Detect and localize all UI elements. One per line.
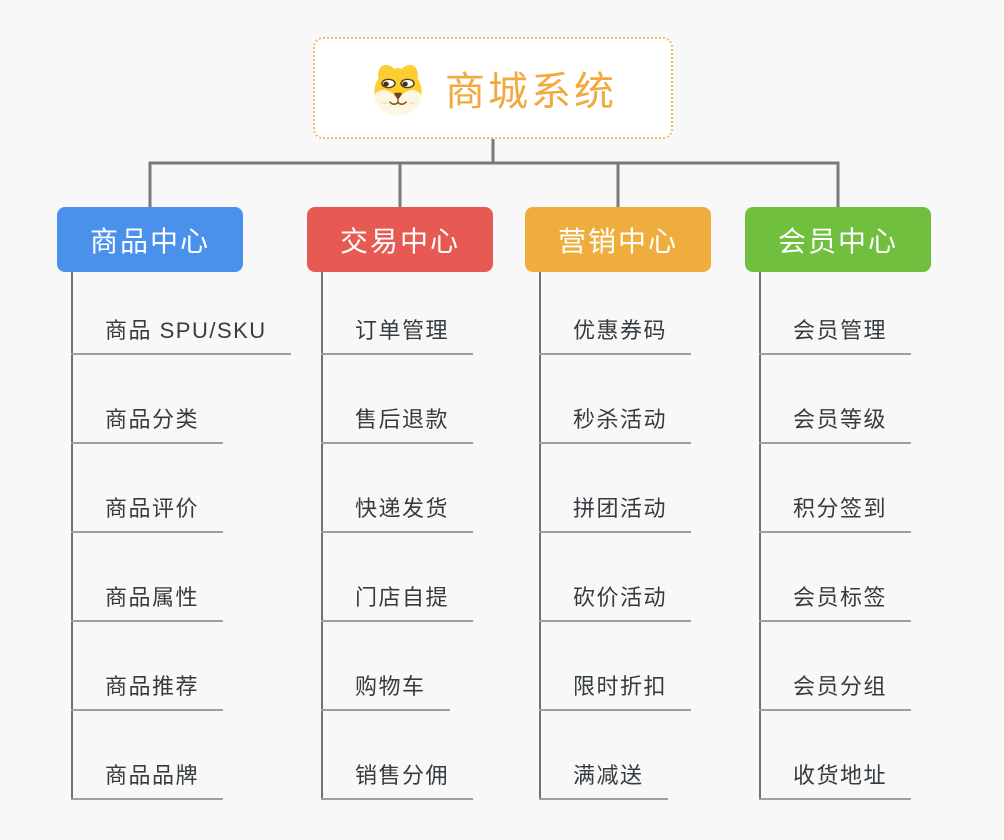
leaf-node[interactable]: 商品评价 xyxy=(71,491,224,533)
leaf-node[interactable]: 销售分佣 xyxy=(321,758,474,800)
leaf-node[interactable]: 商品品牌 xyxy=(71,758,224,800)
leaf-node[interactable]: 商品分类 xyxy=(71,402,224,444)
branch-spine-line xyxy=(71,272,73,800)
leaf-node[interactable]: 砍价活动 xyxy=(539,580,692,622)
branch-spine-line xyxy=(759,272,761,800)
branch-header-product-center[interactable]: 商品中心 xyxy=(57,207,243,272)
branch-header-marketing-center[interactable]: 营销中心 xyxy=(525,207,711,272)
leaf-node[interactable]: 拼团活动 xyxy=(539,491,692,533)
leaf-node[interactable]: 订单管理 xyxy=(321,313,474,355)
leaf-node[interactable]: 购物车 xyxy=(321,669,450,711)
root-node[interactable]: 商城系统 xyxy=(313,37,673,139)
leaf-node[interactable]: 会员等级 xyxy=(759,402,912,444)
branch-spine-line xyxy=(539,272,541,800)
branch-header-member-center[interactable]: 会员中心 xyxy=(745,207,931,272)
branch-spine-line xyxy=(321,272,323,800)
leaf-node[interactable]: 秒杀活动 xyxy=(539,402,692,444)
root-title: 商城系统 xyxy=(445,70,617,114)
leaf-node[interactable]: 门店自提 xyxy=(321,580,474,622)
leaf-node[interactable]: 会员标签 xyxy=(759,580,912,622)
leaf-node[interactable]: 售后退款 xyxy=(321,402,474,444)
doge-icon xyxy=(374,64,422,116)
branch-header-trade-center[interactable]: 交易中心 xyxy=(307,207,493,272)
leaf-node[interactable]: 会员管理 xyxy=(759,313,912,355)
leaf-node[interactable]: 积分签到 xyxy=(759,491,912,533)
leaf-node[interactable]: 会员分组 xyxy=(759,669,912,711)
leaf-node[interactable]: 收货地址 xyxy=(759,758,912,800)
leaf-node[interactable]: 满减送 xyxy=(539,758,668,800)
leaf-node[interactable]: 快递发货 xyxy=(321,491,474,533)
leaf-node[interactable]: 商品推荐 xyxy=(71,669,224,711)
leaf-node[interactable]: 限时折扣 xyxy=(539,669,692,711)
leaf-node[interactable]: 商品属性 xyxy=(71,580,224,622)
leaf-node[interactable]: 优惠券码 xyxy=(539,313,692,355)
leaf-node[interactable]: 商品 SPU/SKU xyxy=(71,313,291,355)
